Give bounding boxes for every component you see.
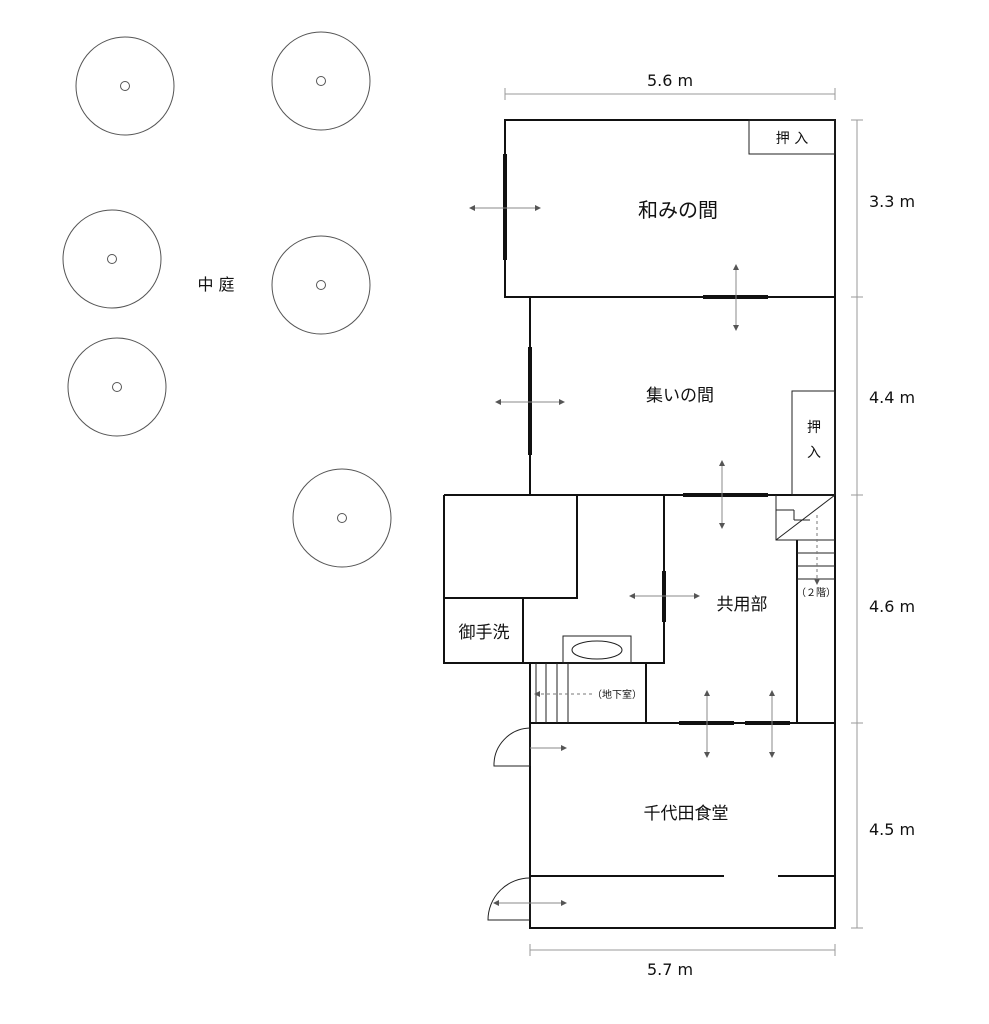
dimension-lines (504, 88, 863, 956)
tree-icon (62, 209, 162, 309)
swing-doors (487, 727, 531, 921)
dimension-bottom-width: 5.7 m (647, 960, 693, 979)
room-label-tsudoi: 集いの間 (646, 386, 714, 406)
courtyard-trees (62, 31, 392, 568)
dimension-height-4: 4.5 m (869, 820, 915, 839)
stairs-down-label: （地下室） (592, 688, 642, 701)
room-label-toilet: 御手洗 (459, 623, 510, 643)
sink-icon (571, 640, 623, 660)
movement-arrows (469, 205, 775, 906)
courtyard-label: 中 庭 (197, 275, 234, 294)
tree-icon (292, 468, 392, 568)
stairs-up (775, 494, 836, 585)
dimension-height-2: 4.4 m (869, 388, 915, 407)
room-label-kyoyo: 共用部 (717, 595, 768, 615)
closet-mid-label-1: 押 (807, 420, 821, 436)
tree-icon (67, 337, 167, 437)
tree-icon (75, 36, 175, 136)
dimension-top-width: 5.6 m (647, 71, 693, 90)
room-label-wami: 和みの間 (638, 198, 718, 222)
room-shokudo (529, 722, 836, 929)
doors (503, 154, 790, 725)
closet-mid-label-2: 入 (807, 445, 821, 461)
closet-mid (791, 390, 836, 496)
tree-icon (271, 235, 371, 335)
tree-icon (271, 31, 371, 131)
bathtub (562, 635, 632, 664)
room-label-shokudo: 千代田食堂 (644, 804, 729, 824)
stairs-down (534, 663, 592, 723)
stairs-up-label: （２階） (796, 587, 836, 599)
dimension-height-1: 3.3 m (869, 192, 915, 211)
closet-top-label: 押 入 (776, 131, 808, 147)
closet-top (748, 119, 836, 155)
dimension-height-3: 4.6 m (869, 597, 915, 616)
